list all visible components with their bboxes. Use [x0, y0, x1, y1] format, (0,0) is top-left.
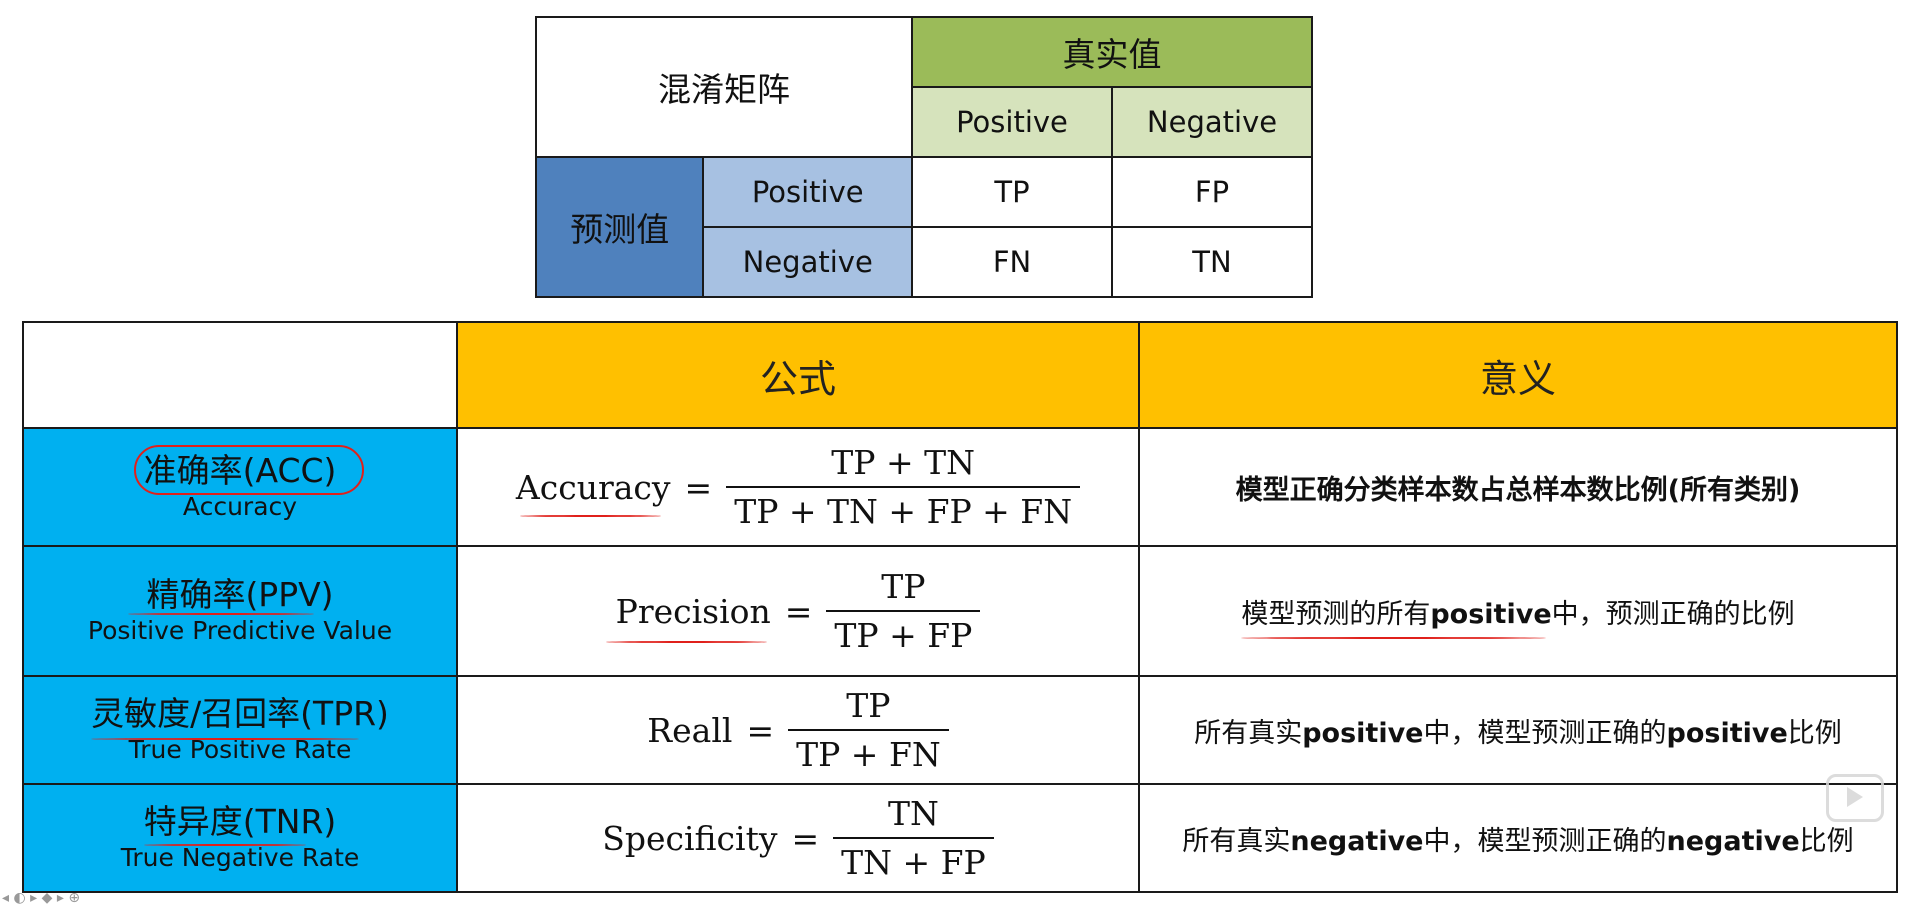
metric-row-precision: 精确率(PPV) Positive Predictive Value Preci… — [22, 545, 1898, 677]
formula-denominator: TP + FN — [788, 729, 949, 774]
formula-cell: Specificity = TN TN + FP — [456, 783, 1140, 893]
meaning-cell: 所有真实negative中，模型预测正确的negative比例 — [1138, 783, 1898, 893]
metric-name-cell: 灵敏度/召回率(TPR) True Positive Rate — [22, 675, 458, 785]
formula-lhs: Specificity — [602, 818, 778, 858]
formula-denominator: TP + TN + FP + FN — [726, 486, 1081, 531]
cell-tp: TP — [911, 156, 1113, 228]
confusion-matrix-title: 混淆矩阵 — [535, 16, 913, 158]
red-underline-annotation — [91, 738, 359, 740]
formula-fraction: TP + TN TP + TN + FP + FN — [726, 443, 1081, 531]
metric-name-en: Accuracy — [182, 492, 298, 521]
formula-numerator: TP + TN — [831, 443, 975, 482]
formula-fraction: TN TN + FP — [833, 794, 994, 882]
formula-cell: Reall = TP TP + FN — [456, 675, 1140, 785]
metric-name-en: True Negative Rate — [120, 843, 360, 872]
formula-lhs: Precision — [605, 592, 771, 643]
formula-fraction: TP TP + FN — [788, 686, 949, 774]
metric-name-cn: 准确率(ACC) — [24, 445, 456, 495]
formula-cell: Accuracy = TP + TN TP + TN + FP + FN — [456, 427, 1140, 547]
metric-name-en: Positive Predictive Value — [87, 616, 393, 645]
formula-denominator: TP + FP — [826, 610, 981, 655]
formula-lhs: Reall — [647, 710, 733, 750]
metric-name-cn: 灵敏度/召回率(TPR) — [24, 694, 456, 740]
red-underline-annotation — [128, 613, 314, 615]
predicted-value-header: 预测值 — [534, 156, 705, 298]
metric-name-cell: 准确率(ACC) Accuracy — [22, 427, 458, 547]
metric-name-cn: 精确率(PPV) — [24, 575, 456, 615]
formula-header: 公式 — [456, 321, 1140, 429]
formula-fraction: TP TP + FP — [826, 567, 981, 655]
red-underline-annotation — [143, 844, 307, 846]
red-underline-annotation — [519, 514, 661, 517]
metric-name-cell: 精确率(PPV) Positive Predictive Value — [22, 545, 458, 677]
actual-value-header: 真实值 — [911, 16, 1313, 88]
formula-denominator: TN + FP — [833, 837, 994, 882]
metrics-corner-cell — [22, 321, 458, 429]
predicted-negative-header: Negative — [702, 226, 913, 298]
red-underline-annotation — [1241, 636, 1546, 639]
metric-row-accuracy: 准确率(ACC) Accuracy Accuracy = TP + TN TP … — [22, 427, 1898, 547]
meaning-cell: 模型正确分类样本数占总样本数比例(所有类别) — [1138, 427, 1898, 547]
cell-fn: FN — [911, 226, 1113, 298]
metric-row-specificity: 特异度(TNR) True Negative Rate Specificity … — [22, 783, 1898, 893]
red-circle-annotation — [133, 445, 365, 495]
formula-cell: Precision = TP TP + FP — [456, 545, 1140, 677]
predicted-positive-header: Positive — [702, 156, 913, 228]
actual-positive-header: Positive — [911, 86, 1113, 158]
formula-numerator: TN — [888, 794, 939, 833]
metric-name-cell: 特异度(TNR) True Negative Rate — [22, 783, 458, 893]
metrics-table: 公式 意义 准确率(ACC) Accuracy Accuracy = TP + — [22, 321, 1898, 893]
meaning-header: 意义 — [1138, 321, 1898, 429]
formula-numerator: TP — [846, 686, 891, 725]
actual-negative-header: Negative — [1111, 86, 1313, 158]
meaning-cell: 所有真实positive中，模型预测正确的positive比例 — [1138, 675, 1898, 785]
formula-numerator: TP — [881, 567, 926, 606]
meaning-cell: 模型预测的所有positive 中，预测正确的比例 — [1138, 545, 1898, 677]
metric-row-recall: 灵敏度/召回率(TPR) True Positive Rate Reall = … — [22, 675, 1898, 785]
red-underline-annotation — [605, 640, 767, 643]
video-play-icon[interactable] — [1826, 774, 1884, 822]
metric-name-cn: 特异度(TNR) — [24, 802, 456, 846]
slide-toolbar-icons[interactable]: ◂ ◐ ▸ ◆ ▸ ⊕ — [2, 890, 81, 906]
cell-tn: TN — [1111, 226, 1313, 298]
formula-lhs: Accuracy — [516, 468, 671, 517]
confusion-matrix-table: 混淆矩阵 真实值 Positive Negative 预测值 Positive … — [534, 16, 1313, 298]
cell-fp: FP — [1111, 156, 1313, 228]
